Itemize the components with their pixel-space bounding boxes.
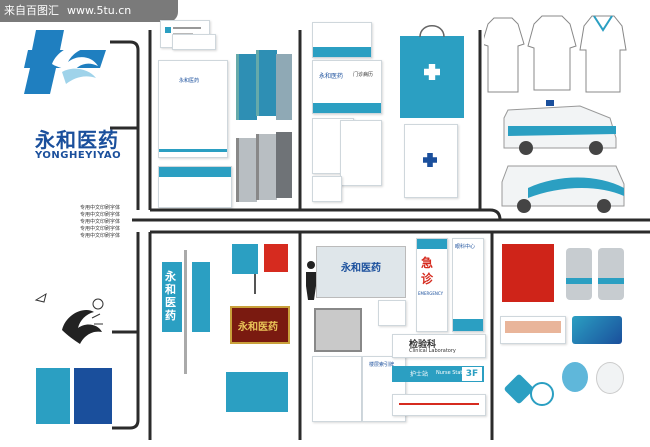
table-flag-stand: [254, 274, 274, 294]
font-spec-line: 专用中文印刷字体: [80, 219, 121, 225]
floor-number: 3F: [462, 367, 482, 381]
plastic-bag: [404, 124, 458, 198]
nurse-station-sign: 护士站 Nurse Station 3F: [392, 366, 484, 382]
prescription-sheet: [340, 120, 382, 186]
lab-sign-en: Clinical Laboratory: [409, 348, 456, 354]
member-card: [572, 316, 622, 344]
small-note-sheet: [312, 176, 342, 202]
trash-bin-right: [598, 248, 624, 300]
reception-desk: 永和医药: [316, 246, 406, 298]
letterhead-brand: 永和医药: [179, 78, 200, 84]
direction-sign: [392, 394, 486, 416]
emergency-text: 急诊: [421, 256, 434, 286]
color-swatch-primary: [36, 368, 70, 424]
brand-name-pinyin: YONGHEYIYAO: [35, 150, 122, 161]
flag-pole: [184, 250, 187, 374]
emergency-sign: 急诊 EMERGENCY: [416, 238, 448, 332]
binder-folders-grey: [236, 132, 294, 204]
banner-brand-vertical: 永和医药: [165, 270, 176, 322]
letterhead-paper: 永和医药: [158, 60, 228, 158]
shopping-bag: [400, 25, 464, 118]
keychain-round: [530, 382, 554, 406]
desk-brand: 永和医药: [341, 263, 381, 274]
nurse-station-cn: 护士站: [410, 371, 429, 378]
font-spec-line: 专用中文印刷字体: [80, 212, 121, 218]
clinic-center-sign: 眼科中心: [452, 238, 484, 332]
business-card-back: [172, 34, 216, 50]
brand-name-cn: 永和医药: [35, 128, 119, 152]
outpatient-brand: 永和医药: [319, 73, 344, 80]
reception-board: [226, 372, 288, 412]
desk-sign: [378, 300, 406, 326]
outpatient-title: 门诊病历: [353, 72, 374, 78]
plaque-brand: 永和医药: [238, 322, 278, 333]
trash-bin-left: [566, 248, 592, 300]
lab-sign-cn: 检验科: [409, 340, 437, 350]
envelope: [158, 166, 232, 208]
person-silhouette: [306, 261, 316, 300]
ambulance-van: [503, 100, 617, 155]
bulletin-board: [314, 308, 362, 352]
font-spec-line: 专用中文印刷字体: [80, 205, 121, 211]
font-spec-line: 专用中文印刷字体: [80, 226, 121, 232]
brand-plaque: 永和医药: [230, 306, 290, 344]
emergency-en: EMERGENCY: [418, 291, 444, 296]
table-flag-national: [264, 244, 288, 272]
mini-bus: [501, 165, 625, 213]
watermark-text: 来自百图汇: [4, 4, 59, 17]
watermark-banner: 来自百图汇 www.5tu.cn: [0, 0, 178, 22]
font-spec-line: 专用中文印刷字体: [80, 233, 121, 239]
color-swatch-dark: [74, 368, 112, 424]
desk-calendar: [500, 316, 566, 344]
nurse-station-en: Nurse Station: [436, 370, 471, 376]
vertical-banner-left: 永和医药: [162, 262, 182, 332]
clinic-center-title: 眼科中心: [455, 244, 476, 250]
brand-logo-emblem: [24, 30, 106, 94]
outpatient-record-book: 永和医药 门诊病历: [312, 60, 382, 114]
balloon-white: [596, 362, 624, 394]
floor-guide-board: [312, 356, 362, 422]
vertical-banner-right: [192, 262, 210, 332]
balloon-blue: [562, 362, 588, 392]
watermark-url: www.5tu.cn: [67, 4, 132, 17]
id-card: [312, 22, 372, 58]
red-gift-box: [502, 244, 554, 302]
lab-sign: 检验科 Clinical Laboratory: [392, 334, 486, 358]
table-flag-brand: [232, 244, 258, 274]
dove-illustration: [34, 292, 104, 344]
floor-index-title: 楼层索引牌: [369, 362, 395, 368]
binder-folders-blue: [236, 50, 294, 122]
font-spec-block: 专用中文印刷字体 专用中文印刷字体 专用中文印刷字体 专用中文印刷字体 专用中文…: [80, 205, 130, 240]
staff-uniforms: [484, 15, 627, 93]
